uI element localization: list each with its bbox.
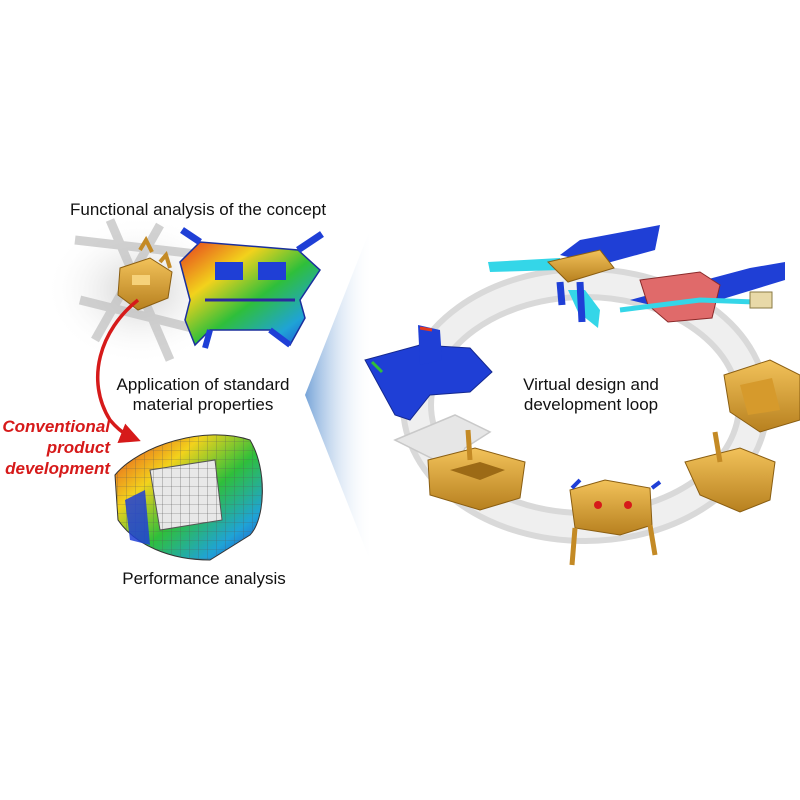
performance-analysis-label: Performance analysis (122, 569, 286, 588)
loop-part-left-bracket (427, 429, 526, 511)
projection-wedge (305, 222, 373, 568)
conventional-label-line2: product (46, 438, 110, 457)
virtual-loop-label-line1: Virtual design and (523, 375, 659, 394)
loop-part-top-assembly (488, 225, 660, 328)
fea-bracket-result (179, 227, 324, 349)
performance-crash-part (114, 434, 263, 561)
loop-part-bottom-bracket (569, 478, 662, 566)
loop-part-engine-assembly (619, 262, 785, 323)
virtual-loop-label-line2: development loop (523, 395, 659, 414)
conventional-label-line1: Conventional (2, 417, 110, 436)
conventional-label-line3: development (5, 459, 110, 478)
concept-bracket-part (117, 235, 173, 311)
application-label-line2: material properties (132, 395, 274, 414)
loop-part-lower-right-bracket (684, 431, 776, 513)
functional-analysis-label: Functional analysis of the concept (70, 200, 327, 219)
loop-part-right-bracket (723, 359, 800, 433)
conventional-flow-arrow (96, 298, 141, 444)
application-label-line1: Application of standard (116, 375, 290, 394)
loop-part-blue-fea (364, 325, 493, 421)
